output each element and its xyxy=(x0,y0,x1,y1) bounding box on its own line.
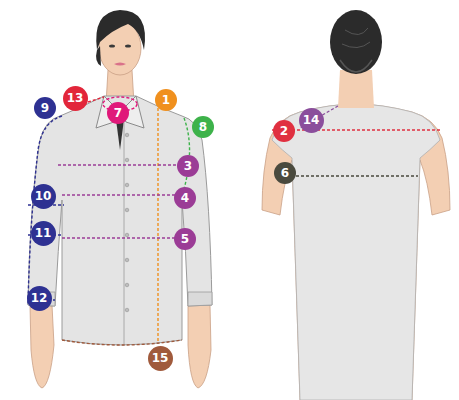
callout-number: 10 xyxy=(35,189,52,203)
callout-circle: 2 xyxy=(273,120,295,142)
callout-circle: 8 xyxy=(192,116,214,138)
callout-circle: 1 xyxy=(155,89,177,111)
callout-number: 3 xyxy=(184,159,192,173)
callout-number: 2 xyxy=(280,124,288,138)
callout-circle: 13 xyxy=(63,86,88,111)
callout-number: 4 xyxy=(181,191,189,205)
callout-circle: 6 xyxy=(274,162,296,184)
callout-number: 7 xyxy=(114,106,122,120)
callout-circle: 14 xyxy=(299,108,324,133)
callout-number: 6 xyxy=(281,166,289,180)
callout-number: 14 xyxy=(303,113,320,127)
callout-circle: 4 xyxy=(174,187,196,209)
callout-number: 12 xyxy=(31,291,48,305)
callout-number: 13 xyxy=(67,91,84,105)
callout-circle: 10 xyxy=(31,184,56,209)
callout-number: 9 xyxy=(41,101,49,115)
callout-circle: 9 xyxy=(34,97,56,119)
callout-circle: 15 xyxy=(148,346,173,371)
callout-number: 15 xyxy=(152,351,169,365)
callout-circle: 11 xyxy=(31,221,56,246)
callout-number: 1 xyxy=(162,93,170,107)
callout-circle: 3 xyxy=(177,155,199,177)
callout-circle: 7 xyxy=(107,102,129,124)
callout-circle: 12 xyxy=(27,286,52,311)
callout-number: 11 xyxy=(35,226,52,240)
callout-number: 5 xyxy=(181,232,189,246)
callout-number: 8 xyxy=(199,120,207,134)
callout-circle: 5 xyxy=(174,228,196,250)
